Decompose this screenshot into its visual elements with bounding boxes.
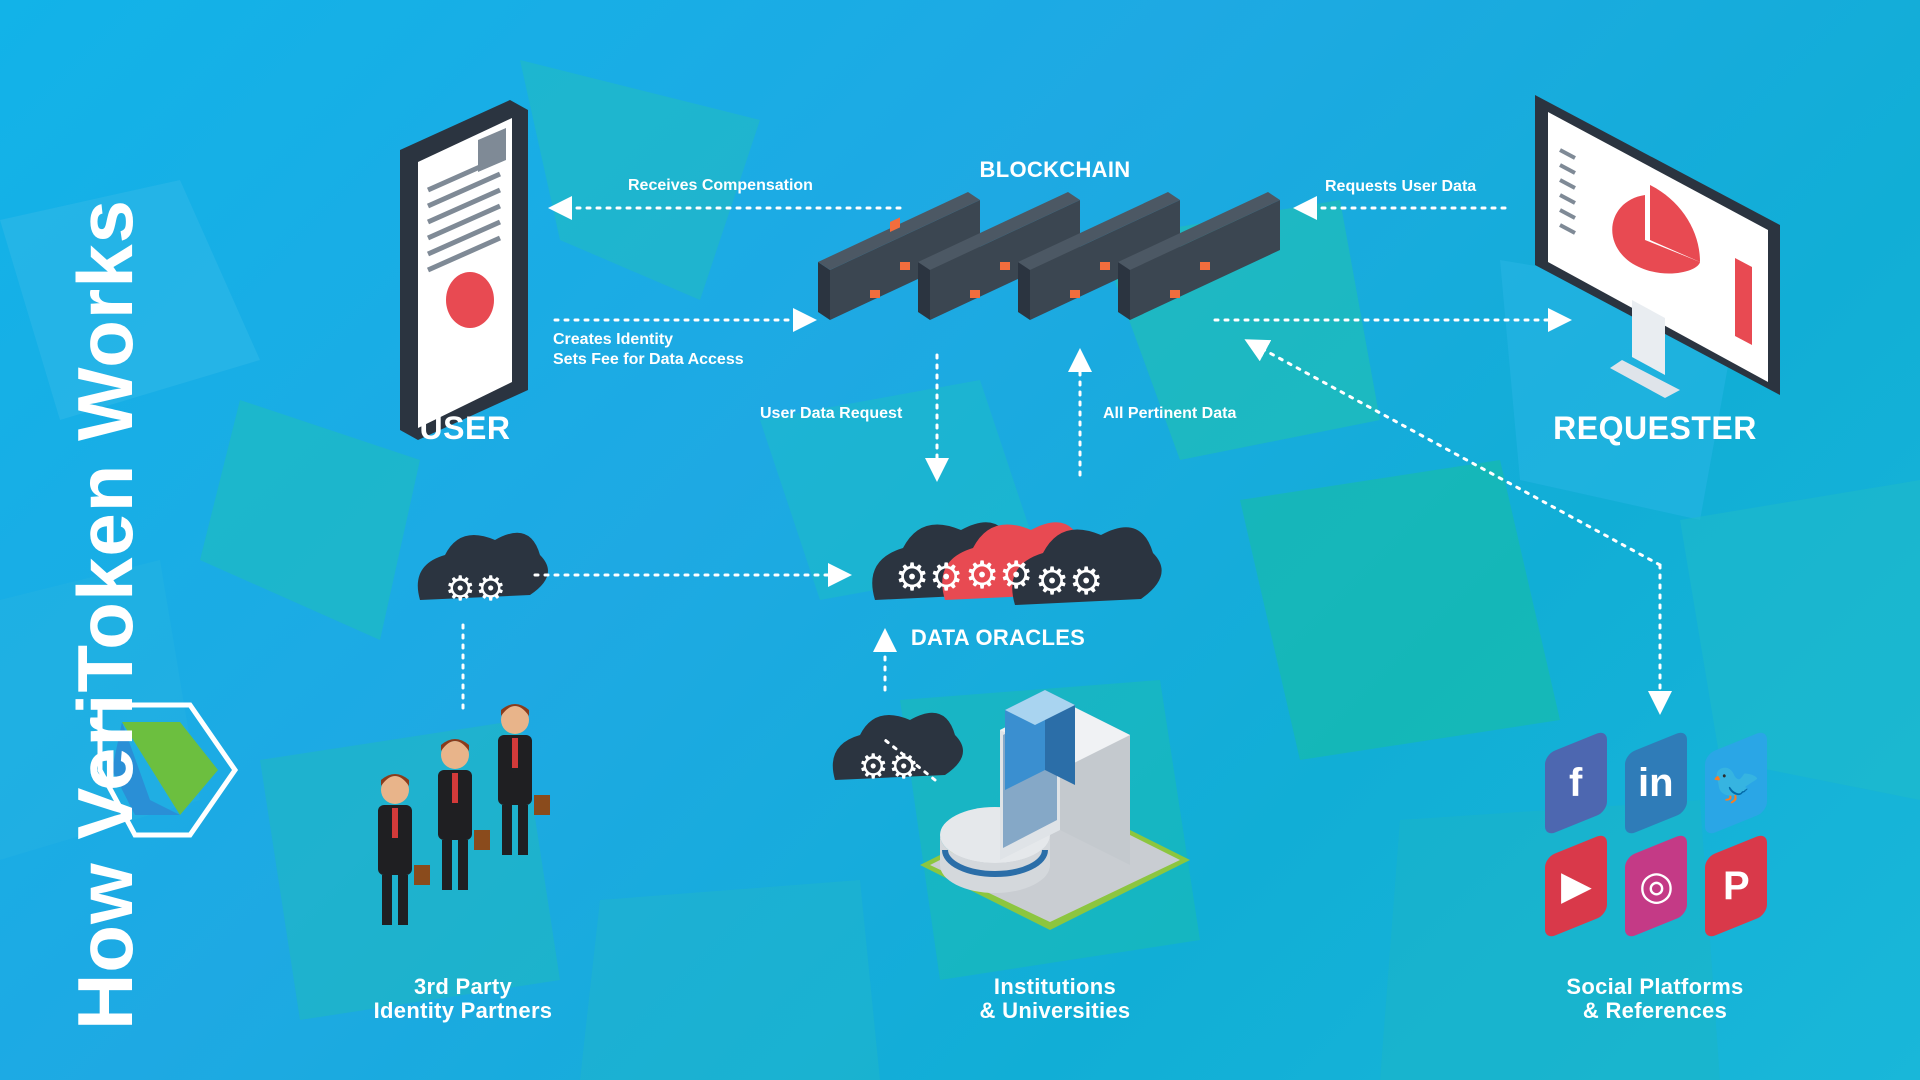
svg-text:⚙⚙: ⚙⚙ — [895, 555, 963, 599]
identity-partners-people — [378, 704, 550, 925]
all-pertinent-data-label: All Pertinent Data — [1103, 405, 1237, 422]
cloud-gear-icon: ⚙⚙ — [832, 712, 963, 787]
user-data-request-label: User Data Request — [760, 405, 903, 422]
flow-arrows — [461, 196, 1672, 782]
identity-partners-label: 3rd Party Identity Partners — [373, 974, 553, 1023]
social-platforms-label: Social Platforms & References — [1566, 974, 1744, 1023]
receives-compensation-label: Receives Compensation — [628, 177, 813, 194]
requests-user-data-label: Requests User Data — [1325, 178, 1477, 195]
requester-label: REQUESTER — [1553, 410, 1757, 446]
svg-text:⚙⚙: ⚙⚙ — [965, 553, 1033, 597]
user-label: USER — [419, 410, 511, 446]
phone-icon — [400, 100, 528, 440]
monitor-icon — [1535, 95, 1780, 398]
institutions-label: Institutions & Universities — [979, 974, 1131, 1023]
veritoken-logo — [97, 702, 239, 838]
blockchain-label: BLOCKCHAIN — [979, 157, 1131, 182]
svg-text:⚙⚙: ⚙⚙ — [1035, 559, 1103, 603]
data-oracles-clouds: ⚙⚙ ⚙⚙ ⚙⚙ — [872, 522, 1162, 605]
page-title: How VeriToken Works — [61, 199, 149, 1030]
svg-text:⚙⚙: ⚙⚙ — [445, 569, 506, 609]
blockchain-servers — [818, 192, 1280, 320]
cloud-gear-icon: ⚙⚙ — [417, 532, 548, 609]
creates-identity-label: Creates Identity Sets Fee for Data Acces… — [553, 331, 744, 368]
svg-text:⚙⚙: ⚙⚙ — [858, 747, 919, 787]
data-oracles-label: DATA ORACLES — [910, 625, 1086, 650]
institution-building — [920, 690, 1190, 930]
